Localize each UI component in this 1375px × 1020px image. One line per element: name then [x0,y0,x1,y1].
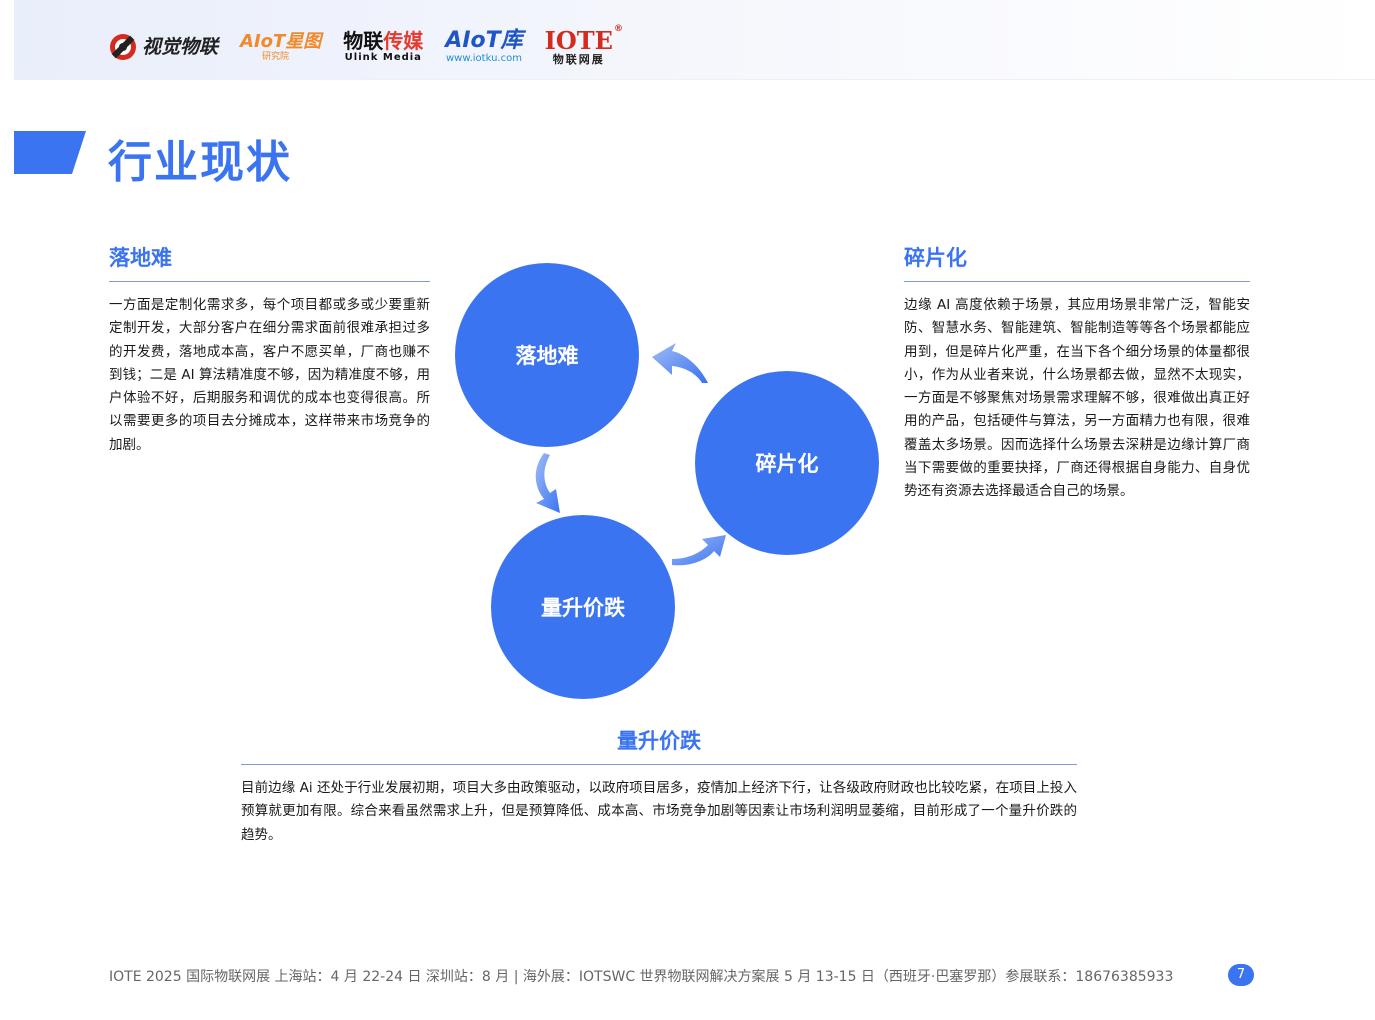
arrow-top-to-bottom-icon [535,453,560,513]
shijue-logo-icon [110,34,136,60]
logo-aiot-bottom: 研究院 [262,51,290,62]
node-label-liangsheng: 量升价跌 [541,596,626,620]
logo-shijue-text: 视觉物联 [142,35,219,58]
section-heading: 量升价跌 [241,725,1077,765]
section-body: 一方面是定制化需求多，每个项目都或多或少要重新定制开发，大部分客户在细分需求面前… [109,297,430,453]
footer-info: IOTE 2025 国际物联网展 上海站：4 月 22-24 日 深圳站：8 月… [109,969,1174,985]
node-label-luodinan: 落地难 [516,344,579,368]
section-heading: 落地难 [109,242,430,282]
arrow-right-to-left-icon [652,343,708,383]
cycle-diagram: 落地难 碎片化 量升价跌 [455,263,879,699]
logo-aiot-top: AIoT星图 [240,30,322,52]
page-title: 行业现状 [108,137,292,188]
node-circle-liangsheng [491,515,675,699]
logo-aiotku-top: AIoT库 [445,28,523,53]
section-luodinan: 落地难 一方面是定制化需求多，每个项目都或多或少要重新定制开发，大部分客户在细分… [109,242,430,457]
node-label-suipianhua: 碎片化 [756,452,819,476]
logo-ulink-b: 传媒 [383,29,424,53]
logo-ulink-a: 物联 [343,29,384,53]
arrow-bottom-to-right-icon [672,535,726,566]
logo-ulink-top: 物联传媒 [343,31,423,51]
partner-logos: 视觉物联 AIoT星图 研究院 物联传媒 Ulink Media AIoT库 w… [108,25,623,68]
section-liangshengjiadie: 量升价跌 目前边缘 Ai 还处于行业发展初期，项目大多由政策驱动，以政府项目居多… [241,725,1077,847]
section-body: 边缘 AI 高度依赖于场景，其应用场景非常广泛，智能安防、智慧水务、智能建筑、智… [904,297,1250,500]
page-number-badge: 7 [1228,964,1254,986]
logo-ulink-bottom: Ulink Media [344,52,422,63]
section-suipianhua: 碎片化 边缘 AI 高度依赖于场景，其应用场景非常广泛，智能安防、智慧水务、智能… [904,242,1250,504]
section-heading: 碎片化 [904,242,1250,282]
logo-iote-bottom: 物联网展 [552,53,605,66]
logo-aiot-xingtu: AIoT星图 研究院 [240,30,322,62]
logo-aiotku: AIoT库 www.iotku.com [445,30,522,64]
section-body: 目前边缘 Ai 还处于行业发展初期，项目大多由政策驱动，以政府项目居多，疫情加上… [241,780,1077,843]
logo-ulink-media: 物联传媒 Ulink Media [343,31,423,63]
logo-shijue: 视觉物联 [108,32,218,62]
node-circle-suipianhua [695,371,879,555]
logo-aiotku-url: www.iotku.com [445,53,522,64]
logo-iote-registered: ® [613,24,623,34]
logo-iote-top: IOTE [544,26,613,55]
logo-iote: IOTE ® 物联网展 [544,25,623,66]
node-circle-luodinan [455,263,639,447]
header-banner [14,0,1375,80]
title-accent-bar [14,131,86,174]
